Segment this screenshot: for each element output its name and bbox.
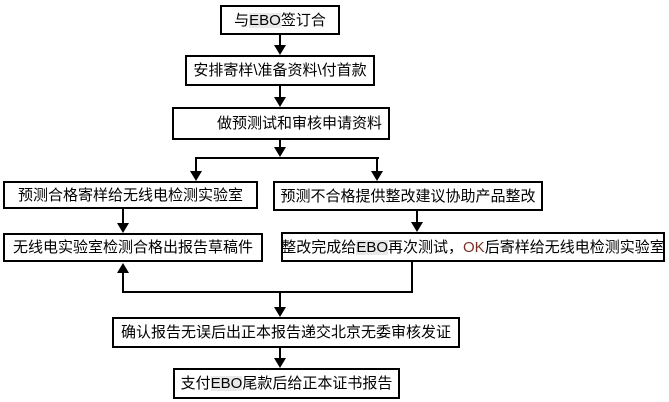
arrow-up-icon bbox=[117, 263, 129, 273]
flow-node-pretest-fail: 预测不合格提供整改建议协助产品整改 bbox=[273, 181, 543, 211]
arrow-down-icon bbox=[274, 147, 286, 157]
node-text: 签订合 bbox=[280, 11, 326, 29]
node-text: 后寄样给无线电检测实验室 bbox=[484, 238, 665, 256]
connector-line bbox=[279, 35, 281, 47]
arrow-down-icon bbox=[117, 223, 129, 233]
node-text: 整改完成给 bbox=[281, 238, 357, 256]
arrow-down-icon bbox=[190, 171, 202, 181]
node-text: 预测不合格提供整改建议协助产品整改 bbox=[280, 187, 536, 205]
flow-node-sign-contract: 与 EBO 签订合 bbox=[220, 5, 340, 35]
connector-line bbox=[195, 159, 197, 171]
flow-node-arrange-sample: 安排寄样\准备资料\付首款 bbox=[185, 55, 375, 86]
arrow-down-icon bbox=[274, 307, 286, 317]
node-text: 再次测试， bbox=[388, 238, 464, 256]
node-text-ebo: EBO bbox=[356, 238, 388, 256]
branch-line bbox=[195, 157, 379, 159]
arrow-down-icon bbox=[274, 45, 286, 55]
loop-line bbox=[122, 291, 413, 293]
connector-line bbox=[279, 140, 281, 150]
flow-node-pretest-pass: 预测合格寄样给无线电检测实验室 bbox=[3, 181, 258, 209]
connector-line bbox=[279, 86, 281, 99]
node-text: 与 bbox=[234, 11, 250, 29]
arrow-down-icon bbox=[371, 171, 383, 181]
connector-line bbox=[411, 262, 413, 293]
node-text: 做预测试和审核申请资料 bbox=[216, 115, 382, 132]
node-text: 确认报告无误后出正本报告递交北京无委审核发证 bbox=[120, 324, 451, 341]
node-text: 无线电实验室检测合格出报告草稿件 bbox=[12, 239, 253, 256]
connector-line bbox=[416, 211, 418, 223]
node-text: 预测合格寄样给无线电检测实验室 bbox=[17, 186, 243, 204]
flow-node-confirm-submit: 确认报告无误后出正本报告递交北京无委审核发证 bbox=[112, 317, 460, 348]
connector-line bbox=[279, 291, 281, 308]
node-text-ok: OK bbox=[463, 238, 485, 256]
connector-line bbox=[376, 159, 378, 171]
arrow-down-icon bbox=[274, 97, 286, 107]
connector-line bbox=[122, 272, 124, 293]
flow-node-pretest: 做预测试和审核申请资料 bbox=[172, 107, 390, 140]
node-text-ebo: EBO bbox=[210, 375, 243, 392]
node-text: 安排寄样\准备资料\付首款 bbox=[193, 62, 367, 79]
node-text-ebo: EBO bbox=[249, 11, 281, 29]
flow-node-draft-report: 无线电实验室检测合格出报告草稿件 bbox=[3, 233, 263, 262]
node-text: 支付 bbox=[180, 375, 211, 392]
connector-line bbox=[122, 209, 124, 224]
arrow-down-icon bbox=[411, 222, 423, 232]
node-text: 尾款后给正本证书报告 bbox=[242, 375, 393, 392]
arrow-down-icon bbox=[274, 358, 286, 368]
connector-line bbox=[279, 348, 281, 359]
